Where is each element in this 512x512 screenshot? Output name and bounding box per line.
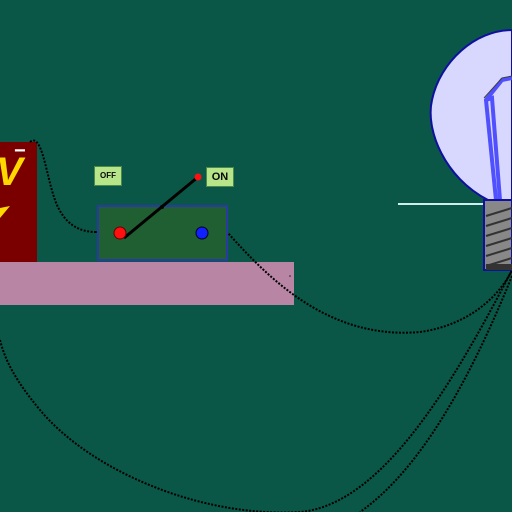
bulb-filament <box>483 76 512 201</box>
bulb-filament-outline <box>483 75 512 99</box>
wire-bulb-return <box>0 269 512 512</box>
switch-blue-terminal[interactable] <box>195 226 209 240</box>
bulb-socket-base <box>486 264 512 270</box>
battery-arrow-glyph <box>0 206 10 218</box>
battery-minus-sign: − <box>14 140 26 162</box>
switch-on-label[interactable]: ON <box>206 167 234 187</box>
light-bulb[interactable] <box>429 28 512 271</box>
battery-body <box>0 142 37 262</box>
wire-battery-to-switch <box>29 139 97 233</box>
bulb-socket-threads <box>485 207 512 267</box>
battery-symbol: V <box>0 150 26 194</box>
wire-switch-to-bulb <box>208 232 512 334</box>
switch-lever-pivot <box>160 205 164 209</box>
shelf-dot <box>289 275 291 277</box>
table-shelf <box>0 262 294 305</box>
switch-off-label[interactable]: OFF <box>94 166 122 186</box>
battery[interactable]: V − <box>0 140 37 262</box>
wire-bulb-return-2 <box>359 275 512 512</box>
switch-red-terminal[interactable] <box>113 226 127 240</box>
switch-lever-tip[interactable] <box>194 173 202 181</box>
